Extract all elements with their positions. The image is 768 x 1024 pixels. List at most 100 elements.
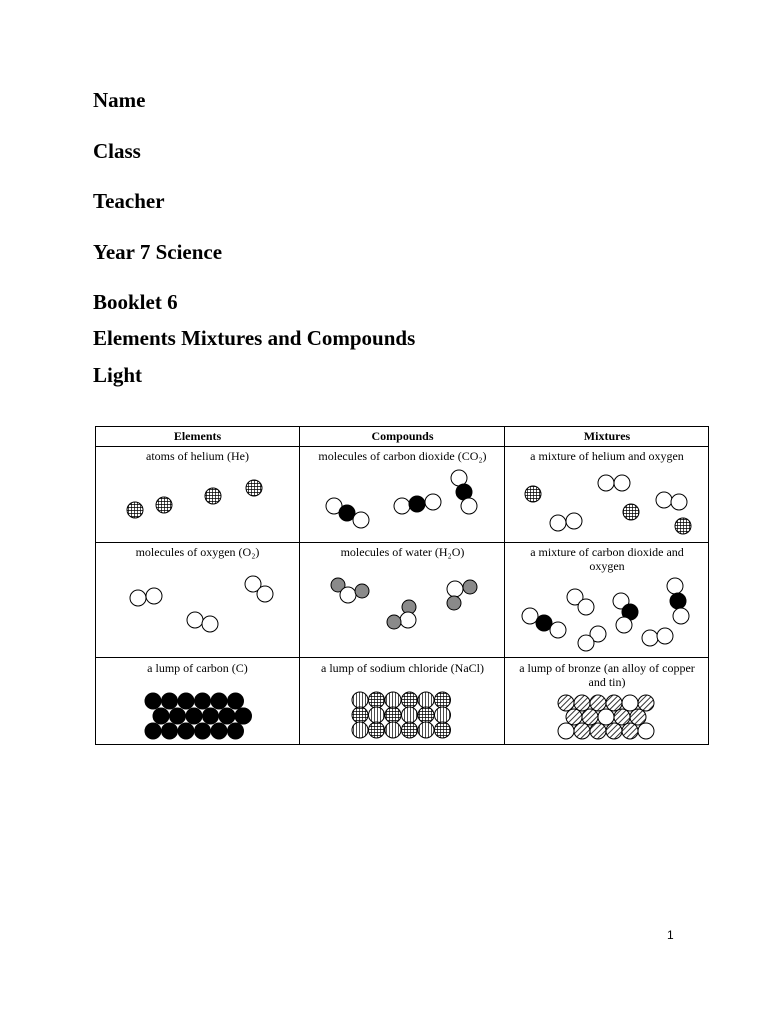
particle-white-circle xyxy=(549,621,567,639)
particle-diagonal-circle xyxy=(557,694,575,712)
particle-black-circle xyxy=(227,722,244,740)
particle-diagonal-circle xyxy=(637,694,655,712)
particle-white-circle xyxy=(637,722,655,740)
particle-white-circle xyxy=(557,722,575,740)
particle-white-circle xyxy=(129,589,147,607)
particle-striped-circle xyxy=(384,721,402,739)
particle-grey-circle xyxy=(354,583,370,599)
particle-diagonal-circle xyxy=(573,694,591,712)
particle-diagonal-circle xyxy=(605,722,623,740)
particle-black-circle xyxy=(535,614,553,632)
particle-black-circle xyxy=(144,722,162,740)
particle-white-circle xyxy=(672,607,690,625)
particle-striped-circle xyxy=(434,706,451,724)
caption-helium-atoms: atoms of helium (He) xyxy=(146,449,249,463)
caption-oxygen-molecules: molecules of oxygen (O₂) xyxy=(135,545,260,559)
particle-black-circle xyxy=(169,707,186,725)
particle-black-circle xyxy=(210,722,228,740)
caption-helium-oxygen-mixture: a mixture of helium and oxygen xyxy=(530,449,684,463)
teacher-label: Teacher xyxy=(93,189,165,213)
particle-crosshatch-circle xyxy=(368,691,385,709)
particle-black-circle xyxy=(338,504,356,522)
particle-white-circle xyxy=(597,474,615,492)
particle-white-circle xyxy=(589,625,607,643)
particle-white-circle xyxy=(655,491,673,509)
particle-white-circle xyxy=(670,493,688,511)
particle-crosshatch-circle xyxy=(674,517,692,535)
particle-diagonal-circle xyxy=(621,722,639,740)
particle-grey-circle xyxy=(386,614,402,630)
particle-white-circle xyxy=(612,592,630,610)
elements-compounds-mixtures-table: Elements Compounds Mixtures atoms of hel… xyxy=(95,426,709,745)
particle-grey-circle xyxy=(330,577,346,593)
caption-carbon-lump: a lump of carbon (C) xyxy=(147,661,248,675)
particle-crosshatch-circle xyxy=(368,721,385,739)
particle-striped-circle xyxy=(417,721,435,739)
particle-diagonal-circle xyxy=(605,694,623,712)
particle-white-circle xyxy=(641,629,659,647)
particle-crosshatch-circle xyxy=(126,501,144,519)
particle-white-circle xyxy=(256,585,274,603)
page-number: 1 xyxy=(667,928,674,942)
particle-crosshatch-circle xyxy=(245,479,263,497)
particle-striped-circle xyxy=(417,691,435,709)
caption-carbon-dioxide: molecules of carbon dioxide (CO₂) xyxy=(318,449,487,463)
particle-grey-circle xyxy=(462,579,478,595)
particle-diagonal-circle xyxy=(589,694,607,712)
particle-white-circle xyxy=(446,580,464,598)
particle-black-circle xyxy=(161,692,178,710)
particle-white-circle xyxy=(244,575,262,593)
particle-white-circle xyxy=(145,587,163,605)
header-elements: Elements xyxy=(173,429,222,443)
particle-black-circle xyxy=(218,707,236,725)
particle-black-circle xyxy=(194,722,211,740)
particle-white-circle xyxy=(325,497,343,515)
particle-white-circle xyxy=(399,611,417,629)
particle-white-circle xyxy=(656,627,674,645)
booklet-title: Booklet 6 xyxy=(93,290,178,314)
particle-striped-circle xyxy=(368,706,385,724)
particle-black-circle xyxy=(144,692,162,710)
subject-title: Year 7 Science xyxy=(93,240,223,264)
particle-black-circle xyxy=(194,692,211,710)
header-compounds: Compounds xyxy=(371,429,434,443)
particle-striped-circle xyxy=(351,691,369,709)
header-mixtures: Mixtures xyxy=(583,429,631,443)
particle-diagonal-circle xyxy=(581,708,599,726)
particle-black-circle xyxy=(161,722,178,740)
particle-white-circle xyxy=(393,497,411,515)
particle-white-circle xyxy=(549,514,567,532)
particle-white-circle xyxy=(352,511,370,529)
particle-black-circle xyxy=(202,707,219,725)
particle-black-circle xyxy=(408,495,426,513)
particle-striped-circle xyxy=(384,691,402,709)
caption-co2-oxygen-mixture: a mixture of carbon dioxide and oxygen xyxy=(530,545,684,573)
particle-grey-circle xyxy=(446,595,462,611)
particle-crosshatch-circle xyxy=(401,691,418,709)
particle-white-circle xyxy=(615,616,633,634)
particle-black-circle xyxy=(177,692,195,710)
particle-crosshatch-circle xyxy=(204,487,222,505)
particle-crosshatch-circle xyxy=(434,721,451,739)
particle-black-circle xyxy=(185,707,203,725)
particle-black-circle xyxy=(177,722,195,740)
particle-diagonal-circle xyxy=(565,708,583,726)
particle-crosshatch-circle xyxy=(384,706,402,724)
particle-diagram xyxy=(95,426,709,745)
particle-crosshatch-circle xyxy=(622,503,640,521)
particle-white-circle xyxy=(621,694,639,712)
particle-crosshatch-circle xyxy=(351,706,369,724)
particle-crosshatch-circle xyxy=(434,691,451,709)
particle-white-circle xyxy=(201,615,219,633)
particle-crosshatch-circle xyxy=(401,721,418,739)
topic-title-2: Light xyxy=(93,363,143,387)
particle-diagonal-circle xyxy=(629,708,647,726)
particle-white-circle xyxy=(577,598,595,616)
caption-water-molecules: molecules of water (H₂O) xyxy=(340,545,465,559)
particle-white-circle xyxy=(565,512,583,530)
particle-white-circle xyxy=(613,474,631,492)
particle-diagonal-circle xyxy=(613,708,631,726)
particle-white-circle xyxy=(521,607,539,625)
particle-diagonal-circle xyxy=(573,722,591,740)
particle-white-circle xyxy=(424,493,442,511)
